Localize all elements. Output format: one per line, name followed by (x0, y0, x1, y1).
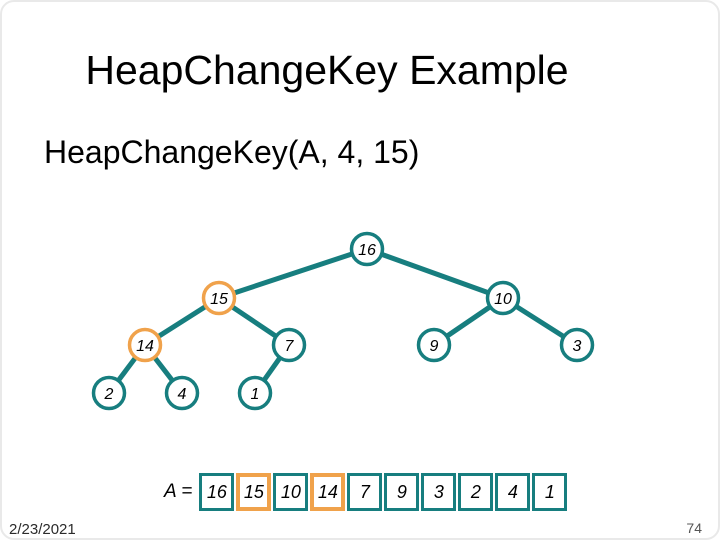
array-cell-10: 10 (273, 473, 309, 511)
tree-node-value: 7 (285, 338, 295, 355)
tree-node-15: 15 (201, 280, 237, 316)
highlighted-node-circle (201, 280, 237, 316)
tree-node-14: 14 (127, 327, 163, 363)
slide-title: HeapChangeKey Example (85, 47, 569, 93)
tree-node-value: 3 (573, 338, 582, 355)
array-cell-16: 16 (199, 473, 235, 511)
array-cell-4: 4 (495, 473, 531, 511)
node-circle (559, 327, 595, 363)
tree-edge-7-1 (252, 342, 292, 396)
slide-subtitle: HeapChangeKey(A, 4, 15) (44, 134, 420, 170)
tree-edge-15-7 (216, 295, 292, 348)
array-cell-1: 1 (532, 473, 568, 511)
highlighted-node-circle (127, 327, 163, 363)
tree-edge-15-14 (142, 295, 222, 348)
node-circle (416, 327, 452, 363)
array-cell-9: 9 (384, 473, 420, 511)
tree-node-value: 10 (494, 291, 512, 308)
array-cell-15: 15 (236, 473, 272, 511)
tree-node-3: 3 (559, 327, 595, 363)
tree-node-2: 2 (91, 375, 127, 411)
array-cell-7: 7 (347, 473, 383, 511)
tree-edge-16-10 (364, 246, 506, 301)
tree-node-value: 2 (104, 386, 114, 403)
tree-edge-10-9 (431, 295, 506, 348)
array-cell-14: 14 (310, 473, 346, 511)
footer-date: 2/23/2021 (9, 521, 76, 538)
array-cell-2: 2 (458, 473, 494, 511)
tree-edge-16-15 (216, 246, 370, 301)
array-label: A = (164, 481, 193, 502)
tree-edge-14-4 (142, 342, 185, 396)
tree-node-16: 16 (349, 231, 385, 267)
tree-node-value: 1 (251, 386, 260, 403)
tree-node-7: 7 (271, 327, 307, 363)
tree-node-value: 14 (136, 338, 154, 355)
node-circle (485, 280, 521, 316)
node-circle (271, 327, 307, 363)
array-cell-3: 3 (421, 473, 457, 511)
tree-node-10: 10 (485, 280, 521, 316)
page-number: 74 (686, 520, 702, 536)
tree-node-value: 15 (210, 291, 228, 308)
tree-node-value: 16 (358, 242, 376, 259)
node-circle (164, 375, 200, 411)
tree-edge-10-3 (500, 295, 580, 348)
tree-edge-14-2 (106, 342, 148, 396)
node-circle (349, 231, 385, 267)
tree-node-4: 4 (164, 375, 200, 411)
tree-node-value: 4 (178, 386, 187, 403)
node-circle (237, 375, 273, 411)
tree-node-9: 9 (416, 327, 452, 363)
node-circle (91, 375, 127, 411)
tree-node-1: 1 (237, 375, 273, 411)
tree-node-value: 9 (430, 338, 439, 355)
